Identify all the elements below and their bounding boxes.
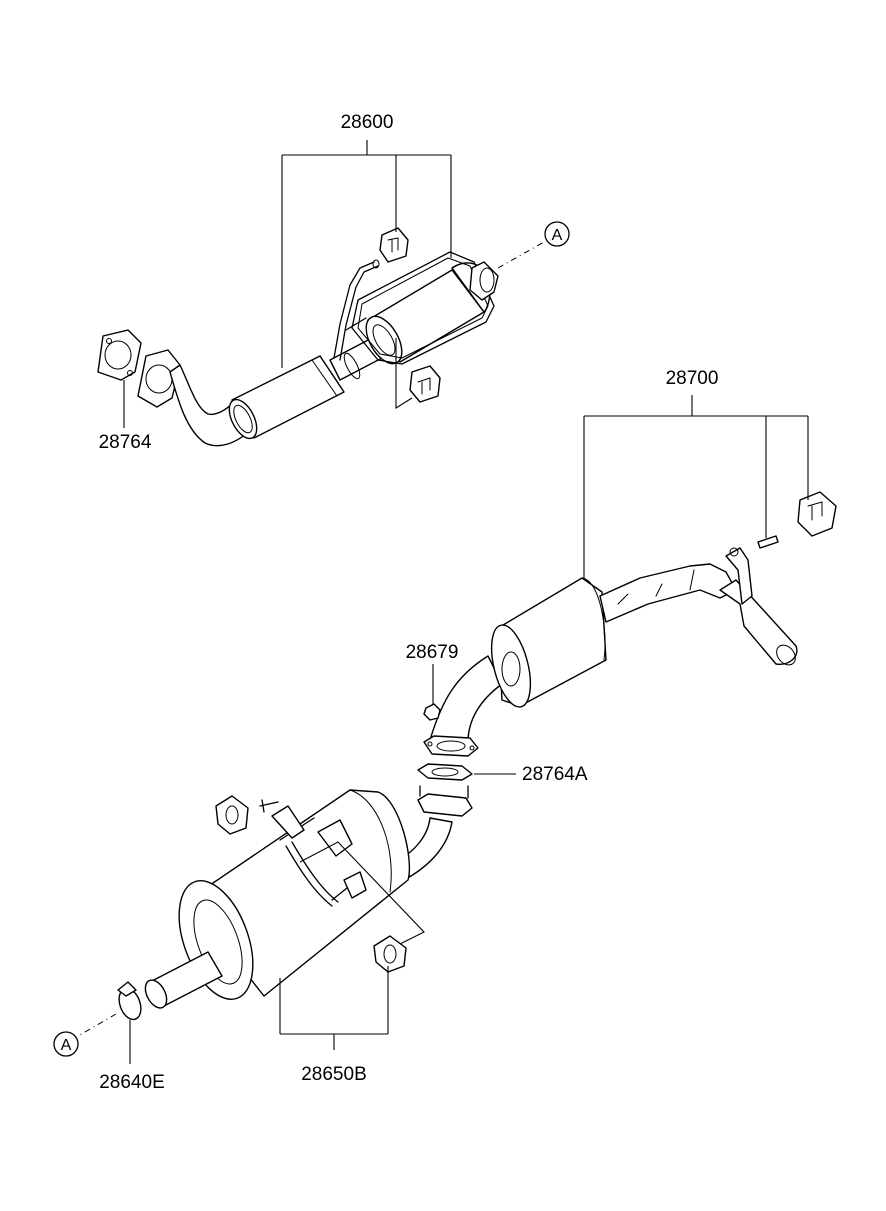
label-28764: 28764 (99, 432, 152, 453)
rubber-hanger-lower (409, 365, 441, 403)
rubber-hanger-center (797, 491, 837, 537)
front-gasket (97, 329, 142, 381)
front-pipe-assembly (97, 227, 499, 447)
main-muffler-assembly (144, 785, 473, 1009)
rubber-hanger-main-lower (373, 935, 407, 973)
center-muffler-assembly (423, 491, 837, 757)
ref-a-bottom: A (53, 1013, 117, 1057)
clamp-28640E (117, 981, 142, 1064)
gasket-28764A (417, 763, 516, 781)
ref-a-bottom-label: A (61, 1037, 72, 1054)
leader-28700 (583, 395, 809, 578)
label-28600: 28600 (341, 112, 394, 133)
label-28764A: 28764A (522, 764, 588, 785)
label-28650B: 28650B (301, 1064, 367, 1085)
nut-28679 (423, 664, 441, 721)
leader-28650B (279, 966, 389, 1050)
rubber-hanger-upper (379, 227, 409, 263)
ref-a-top-label: A (552, 227, 563, 244)
leader-28600 (281, 140, 452, 409)
label-28640E: 28640E (99, 1072, 165, 1093)
ref-a-top: A (497, 221, 570, 269)
rubber-hanger-main-upper (215, 795, 249, 835)
label-28679: 28679 (406, 642, 459, 663)
label-28700: 28700 (666, 368, 719, 389)
